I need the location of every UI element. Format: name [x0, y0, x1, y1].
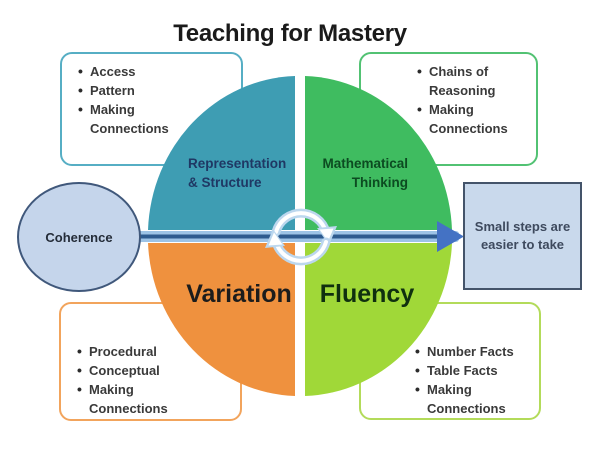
bullet-list: Number Facts Table Facts Making Connecti…: [415, 342, 539, 418]
list-item: Table Facts: [415, 361, 531, 380]
small-steps-line1: Small steps are: [474, 219, 571, 234]
small-steps-line2: easier to take: [480, 237, 565, 252]
list-item: Making Connections: [417, 100, 533, 138]
bullet-list: Access Pattern Making Connections: [78, 62, 241, 138]
cycle-arrows-icon: [265, 208, 337, 266]
list-item: Making Connections: [77, 380, 193, 418]
list-item: Access: [78, 62, 194, 81]
quadrant-mathematical-thinking: [305, 76, 452, 230]
label-mathematical-thinking: Mathematical Thinking: [322, 156, 408, 190]
bullet-list: Procedural Conceptual Making Connections: [77, 342, 240, 418]
label-representation-structure: Representation & Structure: [188, 156, 287, 190]
list-item: Procedural: [77, 342, 193, 361]
small-steps-node: Small steps are easier to take: [463, 182, 582, 290]
quadrant-variation: [148, 243, 295, 396]
arrow-core-line: [121, 234, 455, 239]
list-item: Chains of Reasoning: [417, 62, 533, 100]
quadrant-representation-structure: [148, 76, 295, 230]
bullet-list: Chains of Reasoning Making Connections: [417, 62, 536, 138]
list-item: Making Connections: [415, 380, 531, 418]
label-fluency: Fluency: [319, 280, 415, 308]
list-item: Conceptual: [77, 361, 193, 380]
list-item: Pattern: [78, 81, 194, 100]
list-item: Making Connections: [78, 100, 194, 138]
list-item: Number Facts: [415, 342, 531, 361]
label-variation: Variation: [186, 280, 292, 308]
diagram-title: Teaching for Mastery: [173, 20, 407, 47]
coherence-label: Coherence: [45, 229, 113, 245]
arrow-head-icon: [437, 221, 464, 252]
quadrant-fluency: [305, 243, 452, 396]
coherence-node: Coherence: [17, 182, 141, 292]
